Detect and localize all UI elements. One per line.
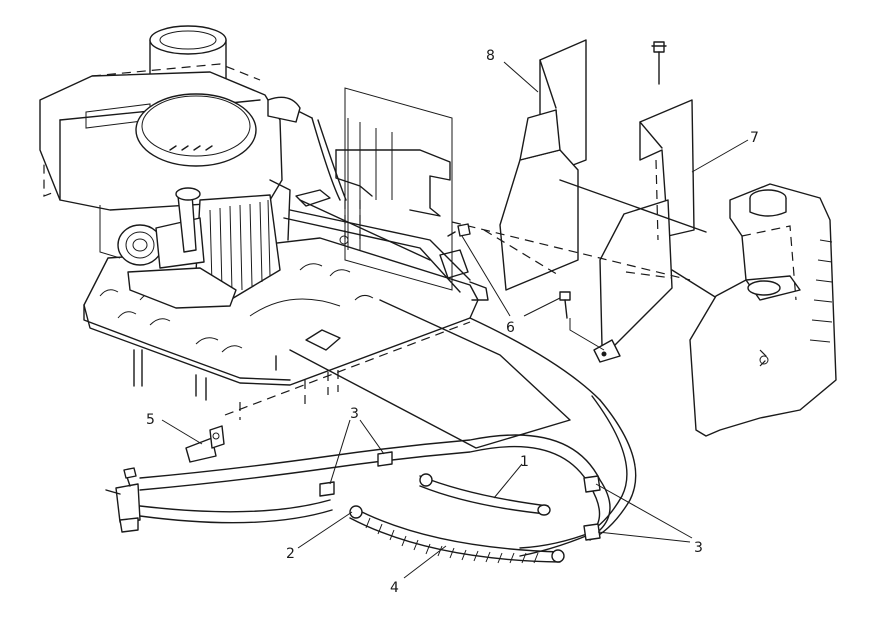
leader-3a: [329, 419, 351, 485]
callout-7: 7: [750, 130, 759, 146]
leader-2: [297, 511, 353, 549]
leader-1: [493, 463, 523, 499]
fuel-valve: [105, 425, 225, 533]
leader-4: [403, 545, 447, 579]
leader-8: [503, 61, 539, 93]
leader-3b: [359, 419, 385, 455]
callout-3-upper: 3: [350, 406, 359, 422]
leader-3c: [595, 483, 693, 539]
leader-6a: [461, 235, 511, 317]
fuel-tank: [689, 183, 837, 437]
callout-6: 6: [506, 320, 515, 336]
leader-5: [161, 419, 203, 445]
leader-3d: [597, 531, 691, 543]
bracket-panel: [295, 87, 453, 291]
engine: [39, 25, 313, 309]
leader-6b: [523, 297, 561, 317]
fuel-hoses: [139, 395, 637, 564]
callout-5: 5: [146, 412, 155, 428]
callout-labels: 8 7 6 5 3 3 1 2 4: [146, 48, 759, 596]
leader-7: [691, 139, 749, 173]
callout-4: 4: [390, 580, 399, 596]
leader-lines: [161, 61, 749, 579]
callout-3-right: 3: [694, 540, 703, 556]
heat-shields: [447, 39, 721, 363]
callout-8: 8: [486, 48, 495, 64]
callout-2: 2: [286, 546, 295, 562]
callout-1: 1: [520, 454, 529, 470]
rods: [283, 199, 601, 449]
